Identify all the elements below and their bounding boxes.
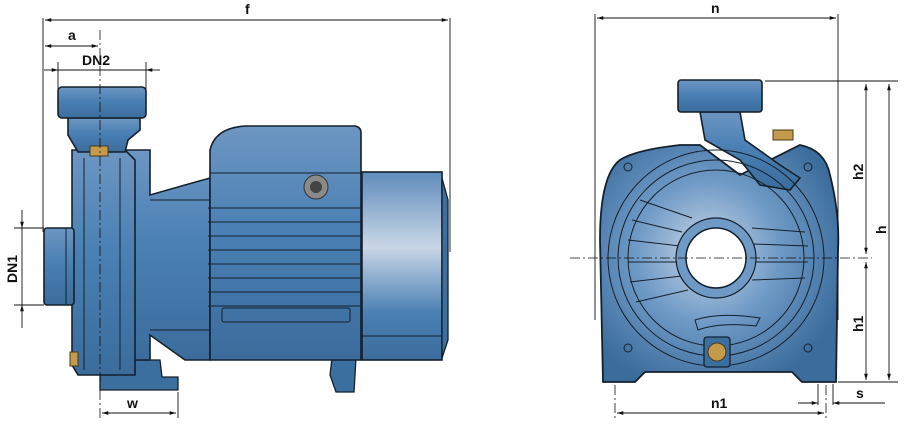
motor-foot [329,357,357,393]
discharge-outlet [57,86,147,119]
dim-label-a: a [68,27,76,43]
vent-plug [89,145,109,157]
dim-label-dn1: DN1 [4,255,20,283]
bolt-hole-icon [803,343,813,353]
bolt-hole-icon [803,162,813,172]
dim-label-f: f [245,1,250,17]
fan-cover [361,171,443,361]
dim-label-h: h [873,225,889,234]
motor-body [209,125,362,361]
dim-label-dn2: DN2 [82,52,110,68]
suction-inlet [43,227,75,306]
cooling-fins [208,207,362,307]
dim-label-h2: h2 [850,163,866,180]
pump-volute [71,149,136,376]
discharge-neck [67,117,141,153]
dim-label-s: s [856,385,864,401]
dim-label-w: w [126,395,138,411]
dim-label-h1: h1 [850,315,866,332]
bolt-hole-icon [623,343,633,353]
side-view: f a DN2 DN1 w [4,1,451,418]
drain-plug [69,351,79,367]
casing-ribs [627,199,809,303]
dim-label-n1: n1 [711,395,728,411]
dim-label-n: n [711,0,720,16]
discharge-outlet-front [677,79,763,113]
vent-plug-front [772,129,794,141]
front-view: n h2 h h1 n1 s [570,0,898,420]
bolt-hole-icon [623,162,633,172]
drain-plug-front [707,342,727,362]
